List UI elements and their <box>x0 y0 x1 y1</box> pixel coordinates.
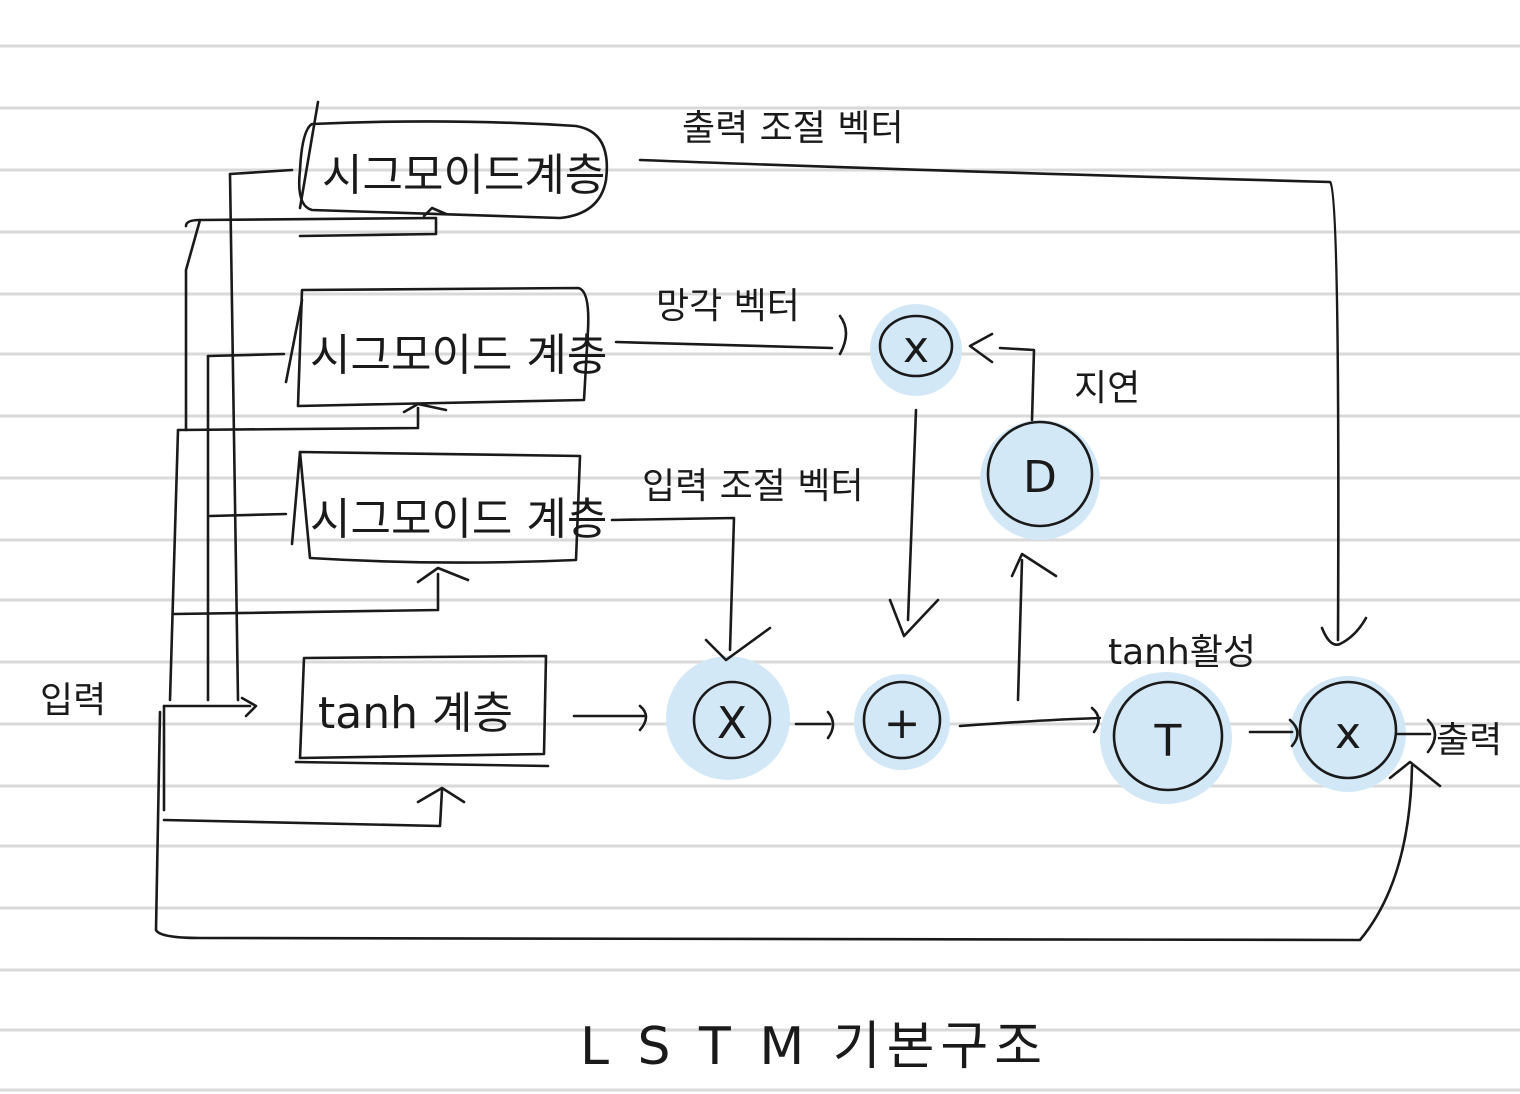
input-multiply-symbol: X <box>717 698 747 749</box>
candidate-path <box>572 704 835 740</box>
output-control-path <box>638 158 1368 646</box>
tanh-layer: tanh 계층 <box>294 654 550 768</box>
input-control-path <box>610 516 772 662</box>
add-node: + <box>862 680 942 760</box>
tanh-symbol: T <box>1154 716 1182 767</box>
input-control-vector-label: 입력 조절 벡터 <box>642 466 864 507</box>
forget-multiply-node: x <box>878 314 954 378</box>
output-gate-layer-label: 시그모이드계층 <box>322 150 605 201</box>
feedback-loop <box>154 710 1442 942</box>
input-gate-layer-label: 시그모이드 계층 <box>310 494 607 545</box>
forget-vector-label: 망각 벡터 <box>656 286 800 327</box>
tanh-layer-label: tanh 계층 <box>318 688 513 739</box>
input-label: 입력 <box>40 680 106 721</box>
output-control-vector-label: 출력 조절 벡터 <box>682 108 904 149</box>
output-gate-layer: 시그모이드계층 <box>297 100 609 220</box>
forget-gate-layer: 시그모이드 계층 <box>284 286 607 408</box>
input-gate-layer: 시그모이드 계층 <box>290 450 607 564</box>
tanh-node: T <box>1112 680 1224 792</box>
forget-gate-layer-label: 시그모이드 계층 <box>310 330 607 381</box>
delay-node: D <box>986 420 1094 528</box>
tanh-activation-label: tanh활성 <box>1108 632 1256 673</box>
input-wiring <box>162 168 470 828</box>
output-multiply-symbol: x <box>1335 708 1361 759</box>
cell-state-path <box>958 332 1102 734</box>
diagram-title: L S T M 기본구조 <box>580 1017 1048 1077</box>
tanh-output-path <box>1248 718 1437 754</box>
forget-path <box>614 314 940 638</box>
output-multiply-node: x <box>1298 680 1398 780</box>
ruled-lines <box>0 44 1520 1092</box>
delay-symbol: D <box>1023 452 1057 503</box>
output-label: 출력 <box>1436 720 1502 761</box>
add-symbol: + <box>884 698 921 749</box>
operator-highlights <box>666 304 1406 804</box>
input-multiply-node: X <box>692 680 772 760</box>
forget-multiply-symbol: x <box>903 322 929 373</box>
delay-label: 지연 <box>1074 368 1140 409</box>
